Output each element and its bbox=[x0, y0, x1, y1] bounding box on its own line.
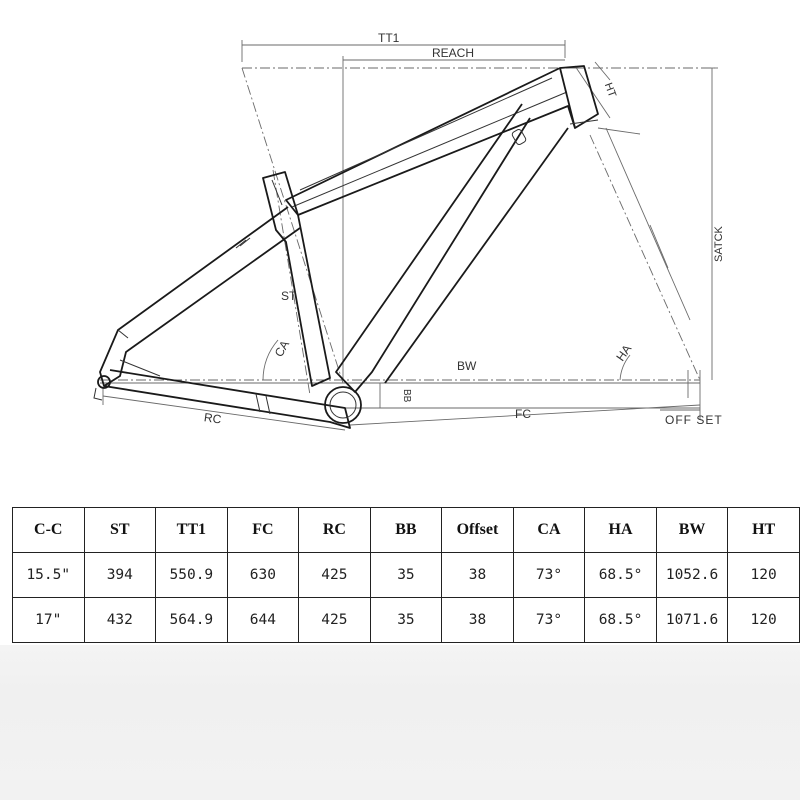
label-tt1: TT1 bbox=[378, 31, 400, 45]
table-cell: 644 bbox=[226, 597, 300, 643]
header-cell: TT1 bbox=[155, 507, 228, 553]
size-table: C-C ST TT1 FC RC BB Offset CA HA BW HT 1… bbox=[12, 507, 800, 643]
header-cell: ST bbox=[83, 507, 157, 553]
table-cell: 120 bbox=[727, 597, 800, 643]
table-cell: 35 bbox=[369, 597, 443, 643]
table-cell: 1071.6 bbox=[655, 597, 729, 643]
table-row: 17" 432 564.9 644 425 35 38 73° 68.5° 10… bbox=[12, 597, 800, 643]
bike-frame bbox=[93, 65, 599, 429]
header-cell: BW bbox=[655, 507, 729, 553]
header-cell: C-C bbox=[12, 507, 85, 553]
bottom-background-area bbox=[0, 645, 800, 800]
header-cell: Offset bbox=[441, 507, 514, 553]
geometry-table: C-C ST TT1 FC RC BB Offset CA HA BW HT 1… bbox=[12, 507, 800, 643]
table-cell: 73° bbox=[512, 552, 586, 598]
header-cell: BB bbox=[369, 507, 443, 553]
table-cell: 425 bbox=[298, 597, 371, 643]
header-cell: CA bbox=[512, 507, 586, 553]
label-offset: OFF SET bbox=[665, 413, 723, 427]
label-st: ST bbox=[281, 289, 297, 303]
table-row: 15.5" 394 550.9 630 425 35 38 73° 68.5° … bbox=[12, 552, 800, 598]
table-cell: 120 bbox=[727, 552, 800, 598]
table-cell: 15.5" bbox=[12, 552, 85, 598]
table-cell: 394 bbox=[83, 552, 157, 598]
table-cell: 38 bbox=[441, 597, 514, 643]
label-ha: HA bbox=[613, 342, 634, 364]
table-cell: 630 bbox=[226, 552, 300, 598]
label-rc: RC bbox=[203, 410, 222, 426]
table-cell: 17" bbox=[12, 597, 85, 643]
label-bb: BB bbox=[401, 389, 412, 403]
table-cell: 564.9 bbox=[155, 597, 228, 643]
dimension-lines bbox=[100, 40, 718, 431]
label-ca: CA bbox=[272, 338, 292, 359]
frame-geometry-diagram: TT1 REACH HT SATCK ST CA HA BW BB FC RC … bbox=[93, 31, 725, 431]
table-cell: 550.9 bbox=[155, 552, 228, 598]
label-stack: SATCK bbox=[713, 225, 725, 262]
label-reach: REACH bbox=[432, 46, 474, 60]
table-cell: 1052.6 bbox=[655, 552, 729, 598]
table-header-row: C-C ST TT1 FC RC BB Offset CA HA BW HT bbox=[12, 507, 800, 553]
header-cell: FC bbox=[226, 507, 300, 553]
table-cell: 68.5° bbox=[584, 552, 657, 598]
header-cell: HT bbox=[727, 507, 800, 553]
table-cell: 38 bbox=[441, 552, 514, 598]
label-fc: FC bbox=[515, 407, 531, 421]
label-ht: HT bbox=[602, 81, 618, 99]
header-cell: HA bbox=[584, 507, 657, 553]
table-cell: 68.5° bbox=[584, 597, 657, 643]
header-cell: RC bbox=[298, 507, 371, 553]
table-cell: 425 bbox=[298, 552, 371, 598]
table-cell: 73° bbox=[512, 597, 586, 643]
label-bw: BW bbox=[457, 359, 477, 373]
table-cell: 432 bbox=[83, 597, 157, 643]
table-cell: 35 bbox=[369, 552, 443, 598]
